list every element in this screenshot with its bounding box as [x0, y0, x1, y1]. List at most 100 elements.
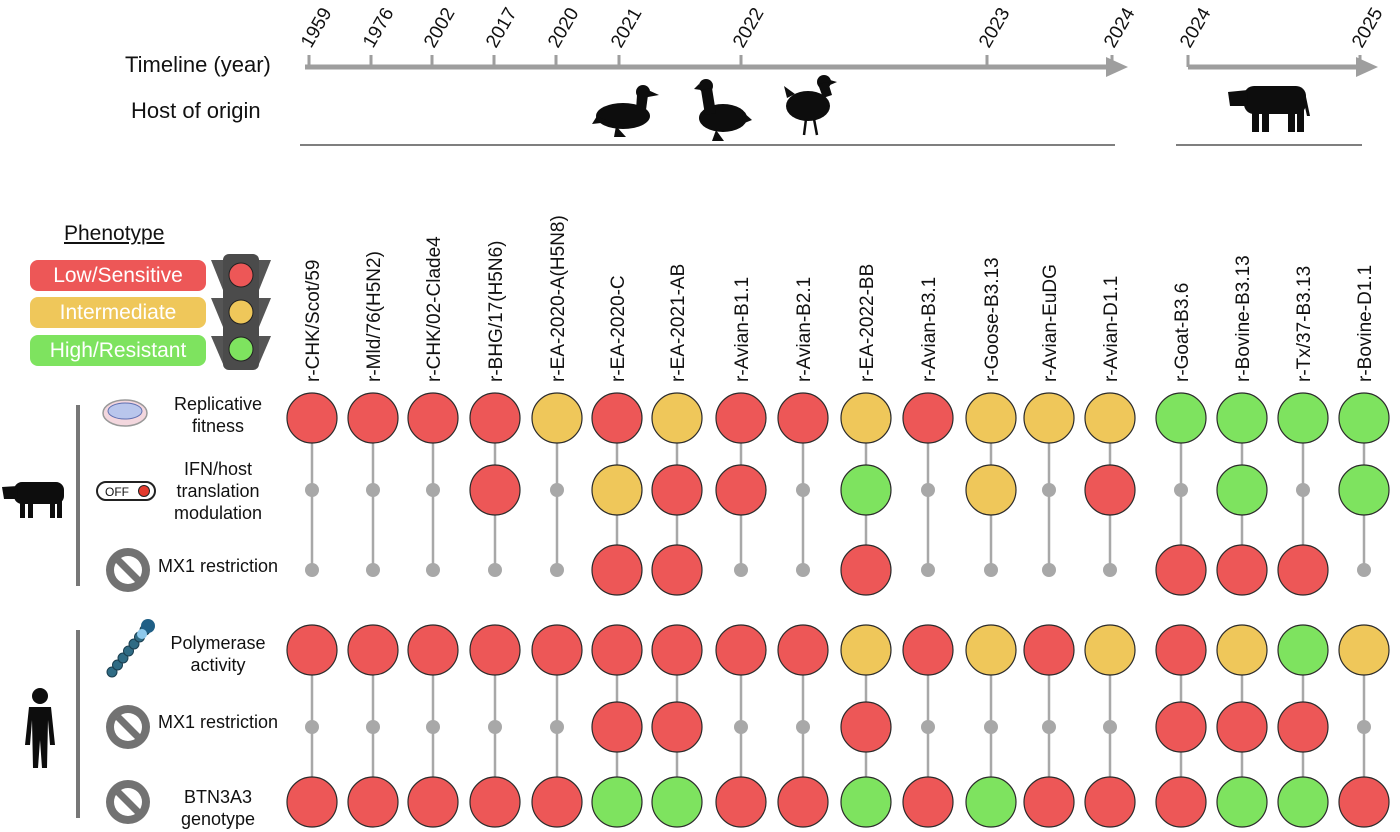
untested-dot	[305, 483, 319, 497]
phenotype-circle	[1216, 464, 1268, 516]
phenotype-circle	[651, 464, 703, 516]
phenotype-circle	[777, 392, 829, 444]
untested-dot	[426, 720, 440, 734]
phenotype-circle	[777, 624, 829, 676]
untested-dot	[1174, 483, 1188, 497]
untested-dot	[734, 563, 748, 577]
phenotype-circle	[1155, 392, 1207, 444]
untested-dot	[921, 483, 935, 497]
phenotype-circle	[1277, 544, 1329, 596]
untested-dot	[488, 563, 502, 577]
untested-dot	[1296, 483, 1310, 497]
off-switch-icon: OFF	[96, 481, 156, 501]
phenotype-circle	[1023, 776, 1075, 828]
virus-label: r-Avian-D1.1	[1101, 276, 1122, 382]
virus-label: r-Goose-B3.13	[982, 257, 1003, 382]
phenotype-circle	[1338, 776, 1390, 828]
virus-label: r-CHK/Scot/59	[303, 260, 324, 382]
untested-dot	[796, 720, 810, 734]
untested-dot	[1103, 563, 1117, 577]
phenotype-circle	[469, 776, 521, 828]
row-label-replicative-fitness: Replicative fitness	[173, 394, 263, 436]
phenotype-circle	[1216, 544, 1268, 596]
untested-dot	[1042, 483, 1056, 497]
phenotype-circle	[1216, 776, 1268, 828]
virus-label: r-EA-2022-BB	[857, 264, 878, 382]
untested-dot	[550, 720, 564, 734]
untested-dot	[734, 720, 748, 734]
phenotype-circle	[840, 464, 892, 516]
virus-label: r-Goat-B3.6	[1172, 283, 1193, 382]
untested-dot	[550, 563, 564, 577]
phenotype-circle	[1084, 776, 1136, 828]
legend-high-resistant: High/Resistant	[30, 335, 206, 366]
virus-label: r-Avian-B3.1	[919, 277, 940, 382]
phenotype-circle	[840, 624, 892, 676]
row-label-mx1-restriction-human: MX1 restriction	[157, 712, 279, 732]
virus-label: r-BHG/17(H5N6)	[486, 241, 507, 382]
untested-dot	[1042, 720, 1056, 734]
phenotype-circle	[1084, 464, 1136, 516]
phenotype-circle	[1084, 624, 1136, 676]
untested-dot	[796, 563, 810, 577]
untested-dot	[426, 563, 440, 577]
phenotype-circle	[651, 701, 703, 753]
legend-low-sensitive: Low/Sensitive	[30, 260, 206, 291]
cow-icon	[2, 482, 64, 518]
untested-dot	[305, 720, 319, 734]
row-label-btn3a3-genotype: BTN3A3 genotype	[180, 787, 256, 829]
virus-label: r-EA-2020-A(H5N8)	[548, 215, 569, 382]
duck-icon	[592, 85, 659, 137]
timeline-year-label: 2022	[729, 4, 768, 51]
phenotype-circle	[531, 624, 583, 676]
cow-icon	[1228, 86, 1310, 132]
untested-dot	[305, 563, 319, 577]
phenotype-circle	[840, 392, 892, 444]
chicken-icon	[784, 75, 837, 136]
off-switch-label: OFF	[105, 485, 129, 499]
phenotype-circle	[1277, 701, 1329, 753]
virus-label: r-Avian-B2.1	[794, 277, 815, 382]
phenotype-circle	[591, 701, 643, 753]
timeline-label: Timeline (year)	[125, 52, 271, 77]
row-label-mx1-restriction-bovine: MX1 restriction	[157, 556, 279, 576]
goose-icon	[694, 79, 752, 141]
phenotype-circle	[1155, 544, 1207, 596]
timeline-year-label: 2023	[975, 4, 1014, 51]
timeline-year-label: 2020	[544, 4, 583, 51]
phenotype-circle	[469, 624, 521, 676]
phenotype-legend-title: Phenotype	[64, 222, 165, 245]
timeline-year-label: 2025	[1348, 4, 1387, 51]
phenotype-circle	[902, 776, 954, 828]
untested-dot	[366, 563, 380, 577]
virus-label: r-EA-2021-AB	[668, 264, 689, 382]
phenotype-circle	[902, 392, 954, 444]
phenotype-circle	[1216, 624, 1268, 676]
untested-dot	[1357, 720, 1371, 734]
phenotype-circle	[1155, 776, 1207, 828]
phenotype-circle	[651, 544, 703, 596]
untested-dot	[984, 720, 998, 734]
row-label-polymerase-activity: Polymerase activity	[170, 633, 266, 675]
host-of-origin-label: Host of origin	[131, 98, 261, 123]
phenotype-circle	[407, 624, 459, 676]
phenotype-circle	[965, 624, 1017, 676]
phenotype-circle	[286, 776, 338, 828]
timeline-year-label: 2024	[1100, 4, 1140, 51]
phenotype-circle	[651, 392, 703, 444]
phenotype-circle	[1277, 776, 1329, 828]
phenotype-circle	[840, 544, 892, 596]
phenotype-circle	[347, 392, 399, 444]
phenotype-circle	[840, 701, 892, 753]
phenotype-circle	[715, 776, 767, 828]
phenotype-circle	[965, 776, 1017, 828]
virus-label: r-Mld/76(H5N2)	[364, 251, 385, 382]
untested-dot	[796, 483, 810, 497]
untested-dot	[1042, 563, 1056, 577]
timeline-year-label: 1959	[297, 4, 336, 51]
phenotype-circle	[591, 392, 643, 444]
phenotype-circle	[1277, 392, 1329, 444]
phenotype-circle	[407, 392, 459, 444]
prohibited-icon	[106, 548, 150, 592]
